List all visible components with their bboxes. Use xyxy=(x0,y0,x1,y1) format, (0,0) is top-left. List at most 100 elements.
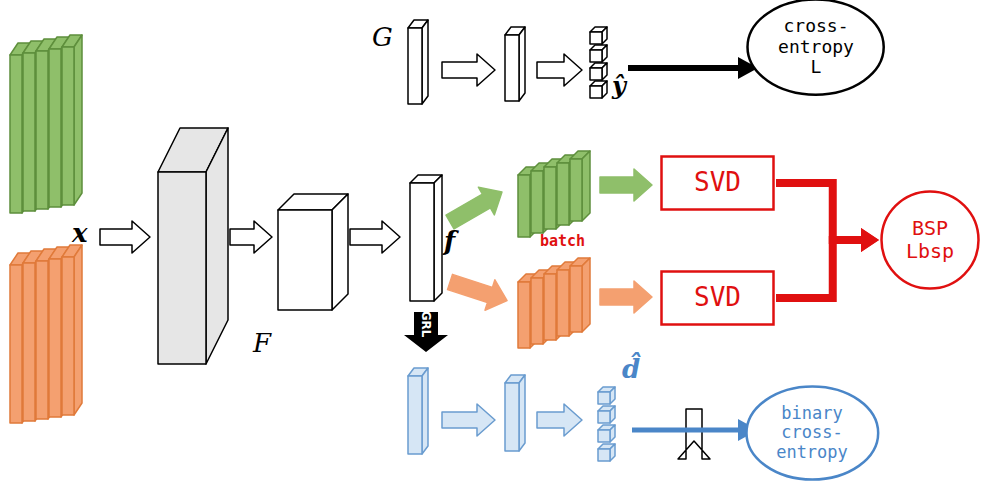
slab-face xyxy=(36,261,48,419)
module-name: F xyxy=(253,330,271,356)
feature-vector xyxy=(410,175,442,301)
flow-arrow xyxy=(442,54,495,86)
slab-face xyxy=(544,167,556,229)
grl-label: GRL xyxy=(420,311,432,338)
input-arrow xyxy=(100,221,150,253)
slab-face xyxy=(531,171,543,233)
slab-face xyxy=(557,163,569,225)
connector-line xyxy=(776,240,863,298)
outline xyxy=(746,387,878,480)
flow-arrow xyxy=(350,221,400,253)
slab-face xyxy=(557,270,569,336)
slab-face xyxy=(49,49,61,207)
slab-face xyxy=(519,375,525,451)
loss-arrow xyxy=(628,65,742,71)
node-text: SVD xyxy=(694,168,741,198)
loss-arrow xyxy=(632,428,742,433)
slab-face xyxy=(62,257,74,415)
target-batch-arrow xyxy=(445,267,512,316)
slab-face xyxy=(332,194,348,310)
slab-face xyxy=(158,172,206,364)
slab-face xyxy=(410,183,434,301)
flow-arrow xyxy=(442,404,495,436)
flow-arrow xyxy=(537,54,582,86)
connector xyxy=(776,183,879,252)
outline xyxy=(748,0,884,95)
feature-symbol: f xyxy=(444,228,455,254)
flow-arrow xyxy=(230,221,272,253)
output-cube xyxy=(590,81,607,98)
slab-face xyxy=(518,175,530,237)
arrowhead xyxy=(861,228,879,252)
connector xyxy=(776,228,879,298)
slab-face xyxy=(422,368,428,454)
up-arrow xyxy=(678,409,710,459)
node-text: BSP xyxy=(912,217,948,240)
slab-face xyxy=(36,51,48,209)
loss-circle: BSPLbsp xyxy=(880,190,980,290)
slab-face xyxy=(570,159,582,221)
outline xyxy=(882,192,979,289)
output-cube xyxy=(598,387,615,404)
flow-arrow xyxy=(600,169,652,201)
batch-label: batch xyxy=(540,234,585,249)
slab-face xyxy=(590,50,602,62)
node-text: L xyxy=(811,57,822,78)
svd-box: SVD xyxy=(660,270,775,326)
output-cube xyxy=(590,27,607,44)
source-image xyxy=(62,35,82,205)
slab-face xyxy=(49,259,61,417)
flow-arrow xyxy=(537,404,582,436)
loss-ellipse: cross- entropyL xyxy=(746,0,885,96)
slab-face xyxy=(23,263,35,421)
slab-face xyxy=(582,258,590,332)
slab-face xyxy=(408,28,422,104)
slab-face xyxy=(544,274,556,340)
output-symbol: ŷ xyxy=(612,74,626,98)
loss-ellipse: binary cross- entropy xyxy=(745,385,880,481)
output-cube xyxy=(598,406,615,423)
slab-face xyxy=(598,449,610,461)
slab-face xyxy=(590,68,602,80)
slab-face xyxy=(505,383,519,451)
slab-face xyxy=(505,35,519,101)
slab-face xyxy=(531,278,543,344)
output-cube xyxy=(598,444,615,461)
feature-extractor-block xyxy=(158,128,228,364)
slab-face xyxy=(74,245,82,415)
slab-face xyxy=(590,86,602,98)
slab-face xyxy=(408,376,422,454)
node-text: SVD xyxy=(694,283,741,313)
slab-face xyxy=(598,392,610,404)
classifier-layer xyxy=(408,20,428,104)
outline xyxy=(662,272,774,325)
discriminator-layer xyxy=(505,375,525,451)
node-text: Lbsp xyxy=(906,240,954,263)
output-cube xyxy=(590,45,607,62)
slab-face xyxy=(519,27,525,101)
slab-face xyxy=(62,47,74,205)
slab-face xyxy=(23,53,35,211)
connector-line xyxy=(776,183,863,240)
slab-face xyxy=(582,151,590,221)
discriminator-layer xyxy=(408,368,428,454)
slab-face xyxy=(598,430,610,442)
module-name: G xyxy=(372,24,393,50)
output-symbol: d̂ xyxy=(622,356,640,382)
slab-face xyxy=(278,210,332,310)
classifier-layer xyxy=(505,27,525,101)
slab-face xyxy=(518,282,530,348)
feature-extractor-block xyxy=(278,194,348,310)
slab-face xyxy=(10,265,22,423)
slab-face xyxy=(422,20,428,104)
slab-face xyxy=(598,411,610,423)
slab-face xyxy=(206,128,228,364)
slab-face xyxy=(74,35,82,205)
node-text: binary cross- entropy xyxy=(769,404,855,463)
arrowhead xyxy=(861,228,879,252)
input-symbol: x xyxy=(72,220,88,246)
flow-arrow xyxy=(600,281,652,313)
slab-face xyxy=(434,175,442,301)
outline xyxy=(662,157,774,210)
